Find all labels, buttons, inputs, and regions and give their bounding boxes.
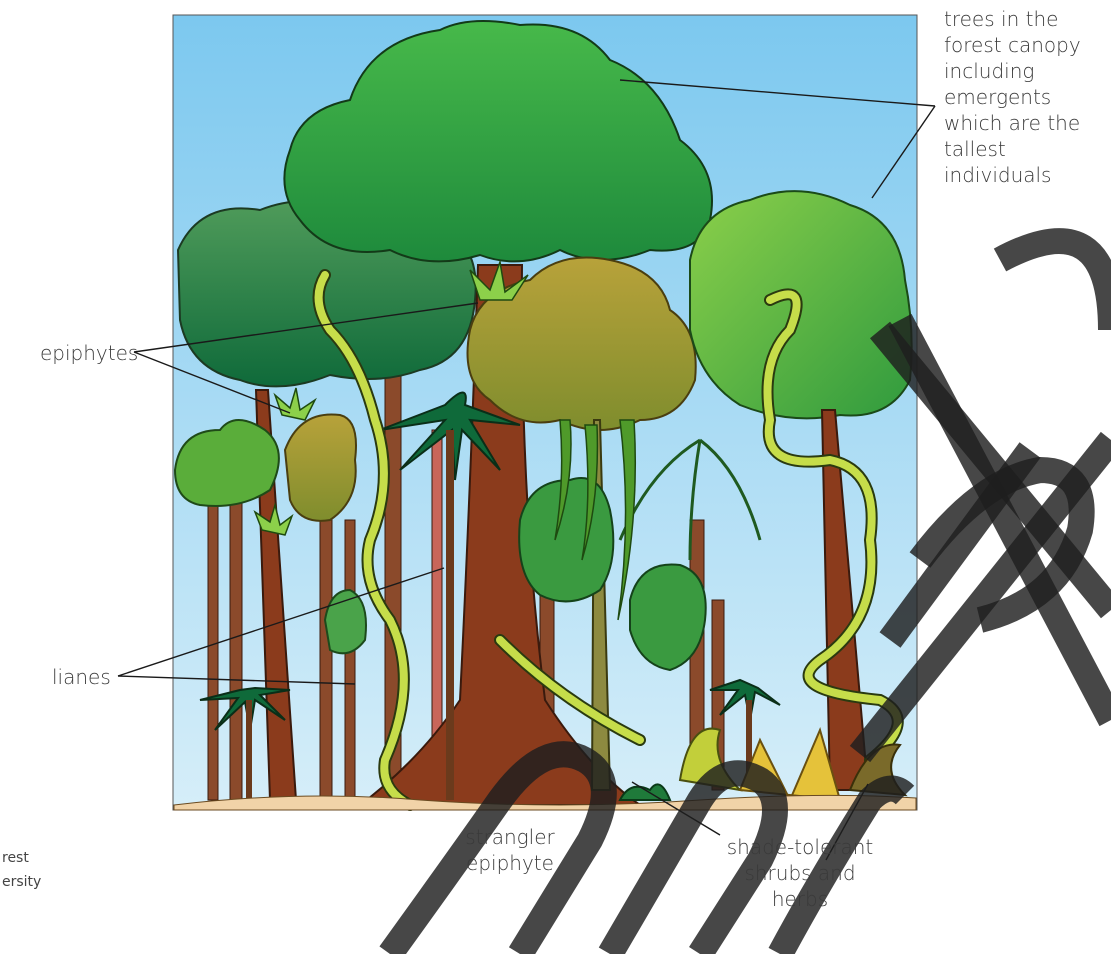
- label-shade-tolerant: shade-tolerant shrubs and herbs: [710, 834, 890, 912]
- label-epiphytes: epiphytes: [40, 340, 138, 366]
- label-canopy: trees in the forest canopy including eme…: [944, 6, 1111, 188]
- caption-fragment: rest ersity: [2, 846, 41, 894]
- label-lianes: lianes: [52, 664, 111, 690]
- label-strangler-epiphyte: strangler epiphyte: [440, 824, 580, 876]
